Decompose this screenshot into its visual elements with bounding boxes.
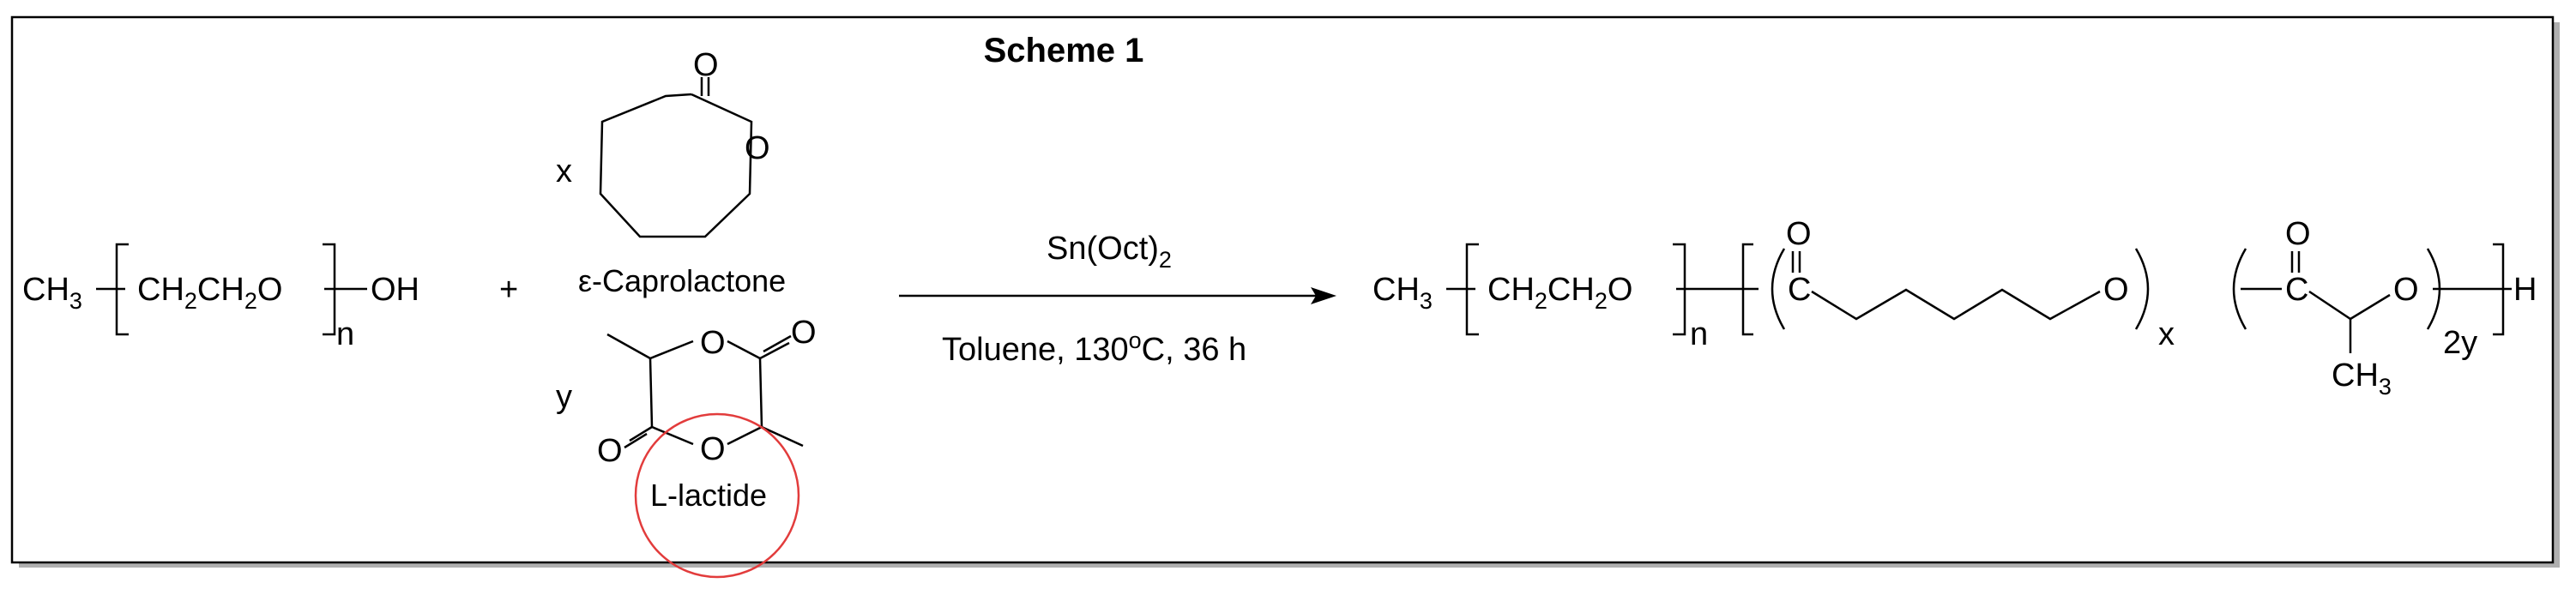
product-pcl-chain: [1811, 288, 2101, 321]
caprolactone-ring-o: O: [745, 130, 770, 166]
lactide-structure: [606, 333, 804, 449]
peg-n: n: [336, 316, 354, 352]
svg-text:O: O: [2393, 272, 2419, 308]
product-outer-bracket-right: [2493, 243, 2505, 336]
frame: [10, 15, 2560, 568]
caprolactone-carbonyl-o: O: [693, 47, 719, 83]
coef-y: y: [556, 379, 572, 415]
svg-text:CH2CH2O: CH2CH2O: [137, 272, 282, 314]
svg-text:O: O: [2285, 216, 2311, 252]
svg-text:O: O: [1786, 216, 1812, 252]
conditions-label: Toluene, 130oC, 36 h: [942, 328, 1246, 368]
lactide-o-left: O: [597, 433, 623, 469]
product-n: n: [1690, 316, 1708, 352]
peg-o: O: [257, 272, 283, 308]
reaction-arrow: [899, 287, 1336, 304]
lactide-highlight-circle: [634, 412, 800, 579]
product-pla-paren-left: [2232, 248, 2247, 330]
svg-text:CH3: CH3: [2332, 358, 2392, 400]
svg-text:CH3: CH3: [1372, 272, 1433, 314]
peg-ch2-a-sub: 2: [184, 288, 197, 314]
svg-text:CH2CH2O: CH2CH2O: [1487, 272, 1632, 314]
plus-sign: +: [499, 272, 518, 308]
lactide-label: L-lactide: [650, 478, 767, 513]
svg-text:C: C: [2285, 272, 2308, 308]
svg-text:CH3: CH3: [22, 272, 82, 314]
product-outer-bracket-left: [1741, 243, 1753, 336]
lactide-o-right: O: [791, 315, 817, 351]
caprolactone-label: ε-Caprolactone: [578, 263, 786, 298]
product-x: x: [2158, 316, 2175, 352]
product-pcl-paren-left: [1771, 248, 1786, 330]
peg-ch3: CH: [22, 272, 69, 308]
svg-text:C: C: [1788, 272, 1811, 308]
coef-x: x: [556, 153, 572, 189]
scheme-title: Scheme 1: [984, 32, 1144, 69]
lactide-o-bottom: O: [700, 431, 726, 467]
product-pcl-paren-right: [2134, 248, 2150, 330]
product-peg-bracket-left: [1465, 243, 1479, 336]
peg-ch2-b-sub: 2: [244, 288, 257, 314]
product-ch3: CH: [1372, 272, 1420, 308]
product-2y: 2y: [2443, 325, 2477, 361]
product-h: H: [2513, 272, 2537, 308]
peg-oh: OH: [371, 272, 419, 308]
svg-text:O: O: [2103, 272, 2129, 308]
lactide-o-top: O: [700, 325, 726, 361]
catalyst-label: Sn(Oct)2: [1047, 231, 1172, 273]
peg-ch3-sub: 3: [69, 288, 82, 314]
caprolactone-structure: [599, 77, 753, 238]
peg-ch2-b: CH: [197, 272, 244, 308]
peg-bracket-left: [115, 243, 129, 336]
peg-ch2-a: CH: [137, 272, 184, 308]
product-structure: CH3 CH2CH2O n C O O x C O CH3 O 2y H: [1372, 216, 2537, 400]
peg-reactant: CH3 CH2CH2O n OH: [22, 243, 419, 352]
